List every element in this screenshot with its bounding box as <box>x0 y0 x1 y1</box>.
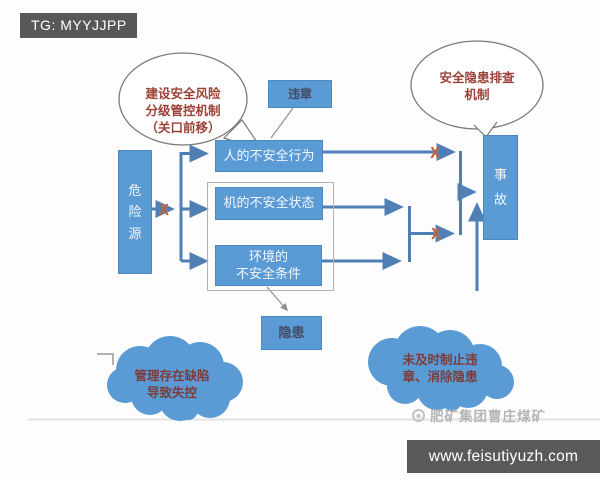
connector-group <box>152 143 486 291</box>
cloud-right-line2: 章、消除隐患 <box>402 370 478 384</box>
accident-box: 事故 <box>483 135 518 240</box>
cloud-left-line2: 导致失控 <box>146 386 197 400</box>
violation-box: 违章 <box>268 80 332 108</box>
watermark-text: 肥矿集团曹庄煤矿 <box>430 409 546 424</box>
unsafe-machine-state-box: 机的不安全状态 <box>215 187 323 220</box>
bubble-left-text: 建设安全风险 分级管控机制 （关口前移） <box>124 86 242 137</box>
watermark: 肥矿集团曹庄煤矿 <box>412 405 546 425</box>
tg-banner: TG: MYYJJPP <box>20 13 137 38</box>
bubble-left-line2: 分级管控机制 <box>145 104 221 118</box>
unsafe-environment-label: 环境的 不安全条件 <box>236 249 301 282</box>
machine-environment-frame <box>207 182 334 291</box>
cloud-right-line1: 未及时制止违 <box>402 353 478 367</box>
unsafe-environment-box: 环境的 不安全条件 <box>215 245 322 286</box>
bubble-right-text: 安全隐患排查 机制 <box>412 70 542 104</box>
bubble-right-line1: 安全隐患排查 <box>439 71 515 85</box>
bubble-right-ellipse <box>410 40 544 130</box>
hazard-source-box: 危险源 <box>118 150 152 274</box>
cut-marker-human: X <box>430 142 440 162</box>
cloud-left-line1: 管理存在缺陷 <box>134 369 210 383</box>
cloud-left-leader-line <box>97 353 114 365</box>
unsafe-human-behavior-box: 人的不安全行为 <box>215 140 323 172</box>
bubble-left-line1: 建设安全风险 <box>145 87 221 101</box>
watermark-logo-icon <box>412 408 425 422</box>
link-violation-to-human <box>270 107 294 139</box>
cloud-failed-to-stop <box>368 326 514 411</box>
unsafe-environment-line2: 不安全条件 <box>235 265 301 281</box>
cloud-left-text: 管理存在缺陷 导致失控 <box>110 368 234 402</box>
bubble-left-line3: （关口前移） <box>145 121 221 135</box>
cut-marker-mid: X <box>431 223 441 243</box>
hazard-source-label: 危险源 <box>128 182 142 241</box>
bubble-left-ellipse <box>118 52 248 146</box>
cloud-right-text: 未及时制止违 章、消除隐患 <box>378 352 502 386</box>
cut-marker-hazard: X <box>159 199 169 219</box>
footer-url-bar: www.feisutiyuzh.com <box>407 440 600 473</box>
hidden-danger-box: 隐患 <box>261 316 322 350</box>
cloud-management-defect <box>107 336 243 421</box>
bubble-right-line2: 机制 <box>464 88 490 102</box>
unsafe-environment-line1: 环境的 <box>248 249 288 265</box>
accident-label: 事故 <box>493 166 507 207</box>
